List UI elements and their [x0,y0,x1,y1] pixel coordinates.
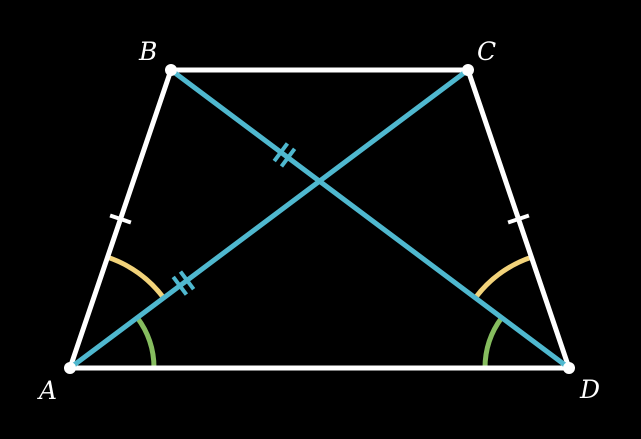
vertex-label-c: C [477,37,496,66]
diagonal-bd-tick-2 [279,147,297,168]
vertex-label-b: B [138,37,157,66]
diagonal-ac-tick-2 [178,270,196,291]
vertex-dots [64,64,575,374]
tick-marks [109,142,530,296]
angle-cdb-arc [473,254,533,300]
angle-bac-arc [106,254,166,300]
vertex-dot-c [462,64,474,76]
vertex-dot-b [165,64,177,76]
angle-bda-arc [482,316,504,369]
vertex-label-d: D [579,375,600,404]
vertex-dot-a [64,362,76,374]
diagonal-bd [168,67,572,371]
diagonal-ac-tick-1 [171,275,189,296]
angle-cad-arc [135,316,157,369]
angle-marks [106,254,533,369]
trapezoid-diagonals [67,67,572,371]
vertex-label-a: A [37,376,57,405]
diagonal-ac [67,67,471,371]
diagonal-bd-tick-1 [272,142,290,163]
side-ab-tick-1 [109,213,132,225]
vertex-dot-d [563,362,575,374]
side-cd-tick-1 [507,213,530,225]
